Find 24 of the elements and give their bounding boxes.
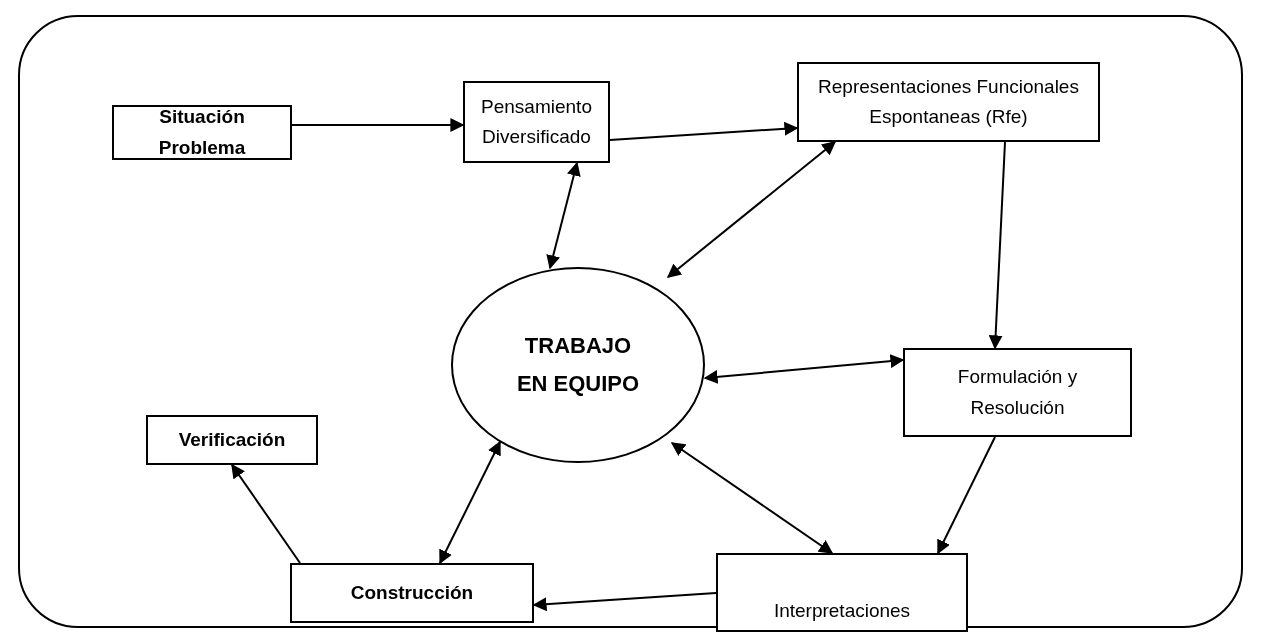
arrow: [546, 161, 581, 270]
arrow: [937, 436, 996, 555]
arrow: [988, 141, 1006, 350]
arrow: [666, 141, 837, 278]
node-label: TRABAJO EN EQUIPO: [515, 331, 641, 398]
arrow: [703, 354, 905, 384]
arrow: [609, 121, 799, 141]
process-box: [716, 553, 968, 632]
process-box: [797, 62, 1100, 142]
node-label: Formulación y Resolución: [956, 365, 1079, 420]
process-box: [290, 563, 534, 623]
process-box: [112, 105, 292, 160]
node-label: Verificación: [178, 427, 286, 452]
node-label: Representaciones Funcionales Espontaneas (Rfe): [817, 74, 1080, 129]
node-label: Situación Problema: [157, 105, 247, 160]
process-box: [146, 415, 318, 465]
arrow: [231, 463, 301, 564]
process-box: [463, 81, 610, 163]
arrow: [670, 442, 834, 554]
node-label: Pensamiento Diversificado: [480, 94, 593, 149]
node-label: Construcción: [350, 580, 474, 605]
arrow: [439, 440, 501, 565]
node-label: Interpretaciones: [773, 598, 911, 623]
process-box: [903, 348, 1132, 437]
